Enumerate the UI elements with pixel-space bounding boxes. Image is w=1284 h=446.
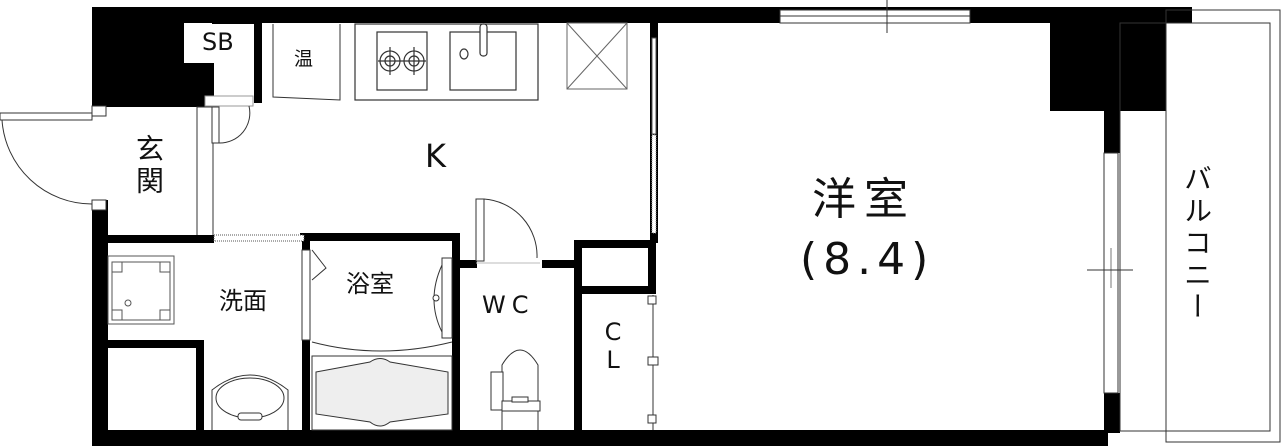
room-label-shoe-box: SB bbox=[202, 28, 234, 56]
bathroom-door bbox=[301, 249, 327, 341]
washing-machine-pan bbox=[107, 255, 175, 325]
exterior-walls bbox=[92, 7, 1192, 446]
room-label-water-heater: 温 bbox=[294, 48, 314, 70]
closet-door bbox=[647, 295, 659, 430]
balcony bbox=[1119, 9, 1281, 443]
room-label-washroom: 洗面 bbox=[219, 287, 267, 315]
room-label-bathroom: 浴室 bbox=[346, 270, 394, 298]
room-label-closet: CL bbox=[599, 318, 627, 374]
toilet bbox=[490, 349, 541, 430]
room-label-western-room: 洋室 bbox=[812, 174, 916, 225]
room-label-balcony: バルコニー bbox=[1180, 164, 1213, 324]
window-top bbox=[779, 0, 971, 33]
refrigerator-space bbox=[566, 22, 628, 90]
balcony-sliding-window bbox=[1087, 152, 1133, 394]
kitchen-partition bbox=[650, 23, 658, 243]
room-label-entrance: 玄関 bbox=[132, 134, 165, 198]
bathtub bbox=[311, 257, 453, 431]
room-label-toilet: WC bbox=[482, 291, 535, 319]
room-label-kitchen: K bbox=[425, 137, 446, 175]
washbasin bbox=[211, 374, 289, 430]
stove-burner-icon bbox=[378, 47, 426, 75]
entrance-door bbox=[0, 105, 107, 211]
room-size-western-room: (8.4) bbox=[800, 234, 935, 285]
water-heater bbox=[272, 24, 341, 101]
toilet-door bbox=[475, 198, 540, 264]
shoe-box-area bbox=[196, 20, 262, 238]
kitchen-counter bbox=[354, 23, 539, 101]
